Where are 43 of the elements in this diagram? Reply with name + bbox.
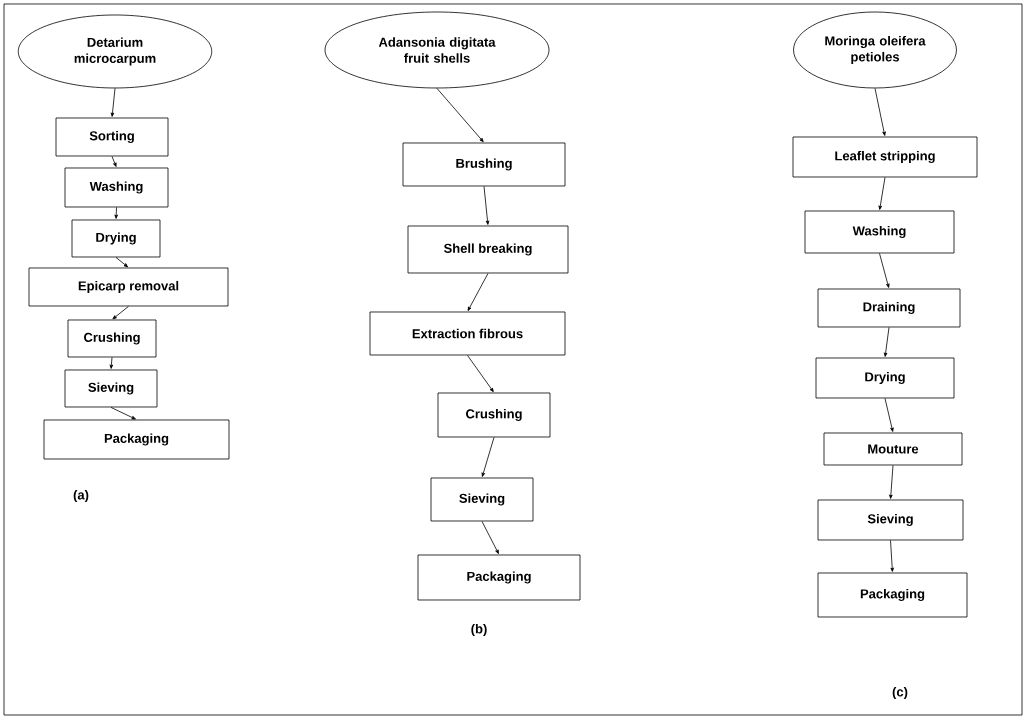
arrow [110,88,116,117]
arrow [889,465,894,499]
process-box: Crushing [67,319,157,358]
arrow [112,306,129,320]
process-box: Leaflet stripping [792,136,978,178]
process-box: Draining [817,288,961,328]
process-box: Washing [64,167,169,208]
process-box: Packaging [817,572,968,618]
arrow [884,398,894,432]
arrow [110,407,136,420]
process-box: Extraction fibrous [369,311,566,356]
process-box: Crushing [437,392,551,438]
arrow [481,437,495,477]
arrow [890,540,894,572]
panel-label: (c) [892,686,908,700]
arrow [481,521,499,554]
arrow [879,253,890,288]
arrow [436,88,484,143]
arrow [883,327,890,357]
arrow [114,207,118,219]
panel-label: (a) [73,489,89,503]
process-box: Shell breaking [407,225,569,274]
process-box: Sieving [64,369,158,408]
process-box: Brushing [402,142,566,187]
arrow [111,156,117,167]
process-box: Mouture [823,432,963,466]
arrow [467,355,494,393]
process-box: Drying [71,219,161,258]
arrow [109,357,114,369]
process-box: Epicarp removal [28,267,229,307]
process-box: Sieving [430,477,534,522]
process-box: Drying [815,357,955,399]
process-box: Packaging [417,554,581,601]
arrow [115,257,128,268]
process-box: Washing [804,210,955,254]
process-box: Packaging [43,419,230,460]
arrow [483,186,490,225]
arrow [874,88,886,136]
arrow [878,177,886,210]
arrow [467,273,489,311]
panel-label: (b) [471,623,487,637]
process-box: Sieving [817,499,964,541]
process-box: Sorting [55,117,169,157]
